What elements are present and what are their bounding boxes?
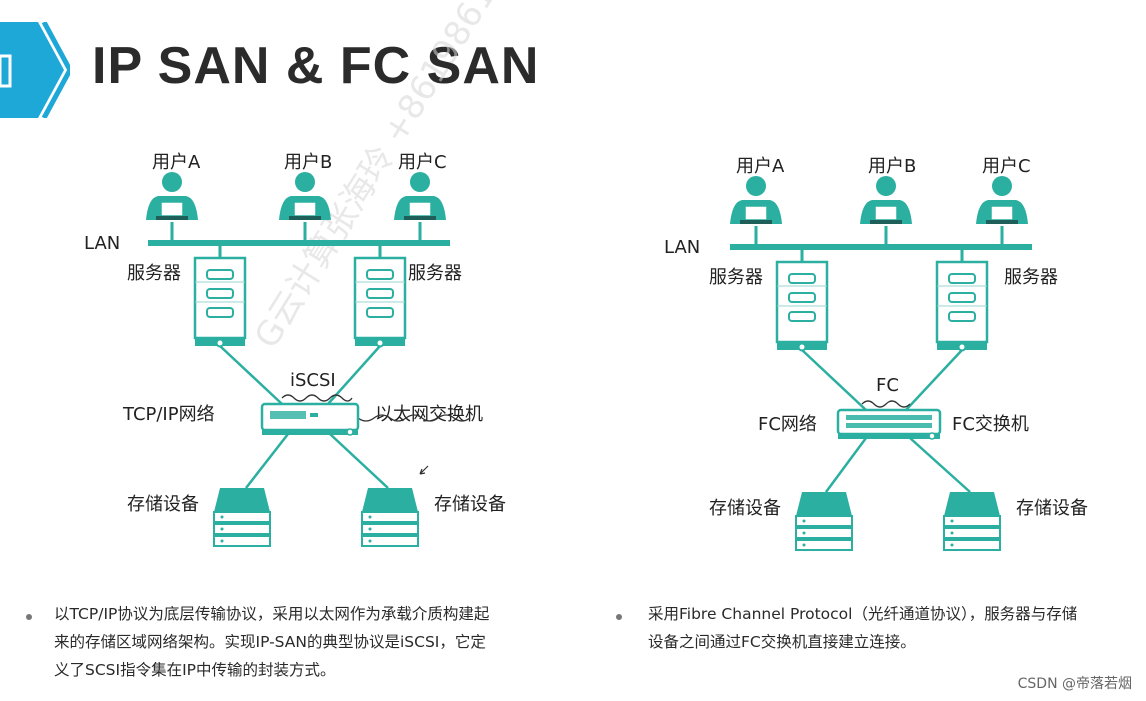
left-diagram: 用户A 用户B 用户C LAN 服务器 服务器 iSCSI TCP/IP网络 以… — [84, 152, 506, 547]
left-bullet-dot — [26, 614, 32, 620]
right-description: 采用Fibre Channel Protocol（光纤通道协议），服务器与存储 … — [648, 600, 1138, 656]
left-user-b-label: 用户B — [284, 152, 332, 173]
left-description-line: 来的存储区域网络架构。实现IP-SAN的典型协议是iSCSI，它定 — [54, 633, 486, 651]
right-server-left-icon — [775, 260, 829, 352]
left-user-c-label: 用户C — [398, 152, 447, 173]
left-protocol-label: iSCSI — [290, 370, 336, 391]
right-switch-label: FC交换机 — [952, 414, 1029, 435]
right-fc-switch-icon — [836, 408, 942, 440]
right-description-line: 设备之间通过FC交换机直接建立连接。 — [648, 633, 916, 651]
left-storage-left-icon — [213, 487, 271, 547]
right-user-a-icon — [729, 175, 783, 225]
left-user-b-icon — [278, 171, 332, 221]
left-description-line: 义了SCSI指令集在IP中传输的封装方式。 — [54, 661, 336, 679]
right-protocol-label: FC — [876, 375, 899, 396]
right-diagram: 用户A 用户B 用户C LAN 服务器 服务器 FC FC网络 FC交换机 — [664, 156, 1088, 551]
left-lan-bus — [148, 240, 450, 246]
right-bullet-dot — [616, 614, 622, 620]
right-server-right-label: 服务器 — [1004, 267, 1058, 288]
right-user-a-label: 用户A — [736, 156, 785, 177]
right-storage-left-label: 存储设备 — [709, 498, 781, 519]
left-storage-right-icon — [361, 487, 419, 547]
left-user-a-icon — [145, 171, 199, 221]
left-server-right-icon — [353, 256, 407, 348]
left-network-label: TCP/IP网络 — [122, 404, 215, 425]
left-server-left-label: 服务器 — [127, 263, 181, 284]
left-description-line: 以TCP/IP协议为底层传输协议，采用以太网作为承载介质构建起 — [54, 605, 490, 623]
left-switch-label: 以太网交换机 — [375, 404, 483, 425]
right-user-c-label: 用户C — [982, 156, 1031, 177]
right-user-b-label: 用户B — [868, 156, 916, 177]
right-server-right-icon — [935, 260, 989, 352]
title-chevron-icon — [0, 22, 70, 118]
left-server-right-label: 服务器 — [408, 263, 462, 284]
right-description-line: 采用Fibre Channel Protocol（光纤通道协议），服务器与存储 — [648, 605, 1078, 623]
left-user-a-label: 用户A — [152, 152, 201, 173]
left-lan-label: LAN — [84, 233, 120, 254]
left-server-left-icon — [193, 256, 247, 348]
right-user-c-icon — [975, 175, 1029, 225]
left-storage-right-label: 存储设备 — [434, 494, 506, 515]
right-storage-right-icon — [943, 491, 1001, 551]
right-lan-bus — [730, 244, 1032, 250]
left-user-c-icon — [393, 171, 447, 221]
right-lan-label: LAN — [664, 237, 700, 258]
page-title: IP SAN & FC SAN — [92, 37, 540, 95]
right-user-b-icon — [859, 175, 913, 225]
right-server-left-label: 服务器 — [709, 267, 763, 288]
left-description: 以TCP/IP协议为底层传输协议，采用以太网作为承载介质构建起 来的存储区域网络… — [54, 600, 574, 684]
right-network-label: FC网络 — [758, 414, 817, 435]
right-storage-right-label: 存储设备 — [1016, 498, 1088, 519]
left-storage-left-label: 存储设备 — [127, 494, 199, 515]
csdn-watermark: CSDN @帝落若烟 — [1017, 676, 1132, 692]
left-ethernet-switch-icon — [260, 402, 360, 436]
right-storage-left-icon — [795, 491, 853, 551]
